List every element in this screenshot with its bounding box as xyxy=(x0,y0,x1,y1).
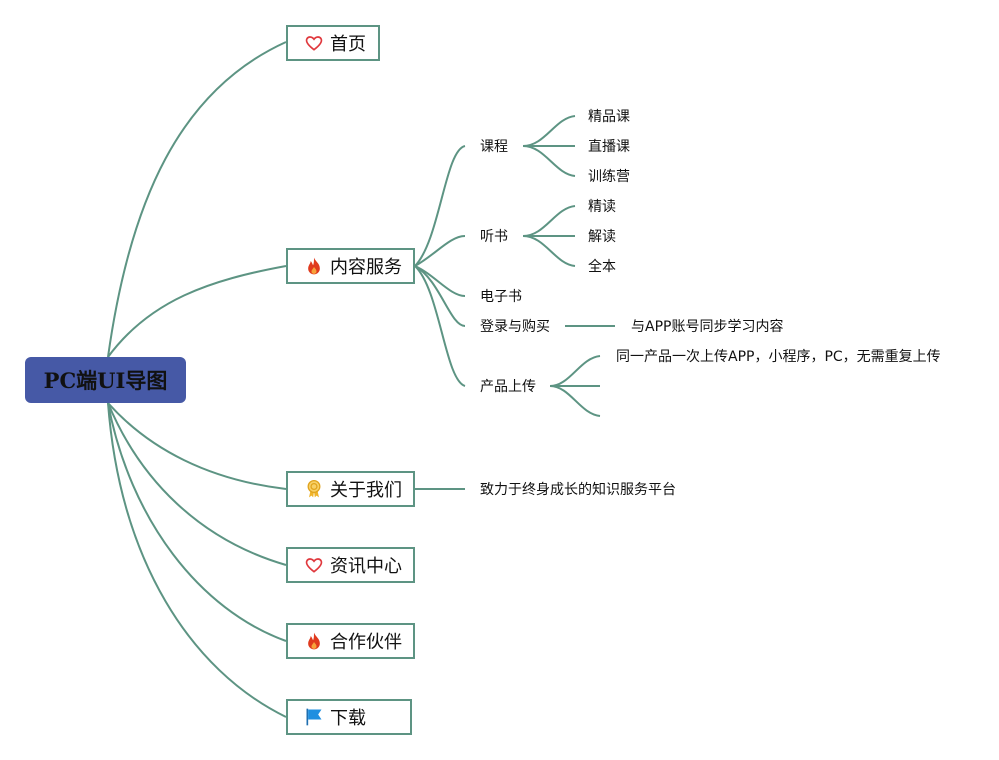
node-content[interactable]: 内容服务 xyxy=(286,248,415,284)
fire-icon xyxy=(304,256,324,276)
branch-upload[interactable]: 产品上传 xyxy=(480,379,536,395)
connector-audiobooks-intensive xyxy=(522,205,576,237)
node-about[interactable]: 关于我们 xyxy=(286,471,415,507)
connector-courses-camp xyxy=(522,145,576,177)
leaf-course-premium[interactable]: 精品课 xyxy=(588,109,630,125)
leaf-course-live[interactable]: 直播课 xyxy=(588,139,630,155)
connector-upload-empty-2 xyxy=(549,385,601,417)
branch-audiobooks[interactable]: 听书 xyxy=(480,229,508,245)
connector-root-download xyxy=(107,402,287,718)
leaf-course-camp[interactable]: 训练营 xyxy=(588,169,630,185)
award-ribbon-icon xyxy=(304,479,324,499)
branch-ebook[interactable]: 电子书 xyxy=(480,289,522,305)
node-about-label: 关于我们 xyxy=(330,480,402,501)
fire-icon xyxy=(304,631,324,651)
node-partners-label: 合作伙伴 xyxy=(330,632,402,653)
connector-root-home xyxy=(107,41,287,358)
node-home-label: 首页 xyxy=(330,34,366,55)
node-content-label: 内容服务 xyxy=(330,257,402,278)
branch-login[interactable]: 登录与购买 xyxy=(480,319,550,335)
connector-content-login xyxy=(414,265,466,327)
root-title: PC端UI导图 xyxy=(43,368,168,393)
node-news[interactable]: 资讯中心 xyxy=(286,547,415,583)
note-login: 与APP账号同步学习内容 xyxy=(631,319,784,335)
node-home[interactable]: 首页 xyxy=(286,25,380,61)
heart-icon xyxy=(304,33,324,53)
connector-content-courses xyxy=(414,145,466,267)
node-news-label: 资讯中心 xyxy=(330,556,402,577)
node-download[interactable]: 下载 xyxy=(286,699,412,735)
connector-root-partners xyxy=(107,402,287,642)
root-node[interactable]: PC端UI导图 xyxy=(25,357,186,403)
connector-root-news xyxy=(107,402,287,566)
connector-root-about xyxy=(107,402,287,490)
connector-content-audiobooks xyxy=(414,235,466,267)
node-download-label: 下载 xyxy=(330,708,366,729)
node-partners[interactable]: 合作伙伴 xyxy=(286,623,415,659)
heart-icon xyxy=(304,555,324,575)
note-upload: 同一产品一次上传APP，小程序，PC，无需重复上传 xyxy=(616,349,941,365)
connector-audiobooks-full xyxy=(522,235,576,267)
connector-upload-note xyxy=(549,355,601,387)
connector-content-upload xyxy=(414,265,466,387)
branch-courses[interactable]: 课程 xyxy=(480,139,508,155)
note-about: 致力于终身成长的知识服务平台 xyxy=(480,482,676,498)
flag-icon xyxy=(304,707,324,727)
leaf-audiobook-intensive[interactable]: 精读 xyxy=(588,199,616,215)
connector-courses-premium xyxy=(522,115,576,147)
connector-root-content xyxy=(107,265,287,358)
leaf-audiobook-interpret[interactable]: 解读 xyxy=(588,229,616,245)
leaf-audiobook-full[interactable]: 全本 xyxy=(588,259,616,275)
